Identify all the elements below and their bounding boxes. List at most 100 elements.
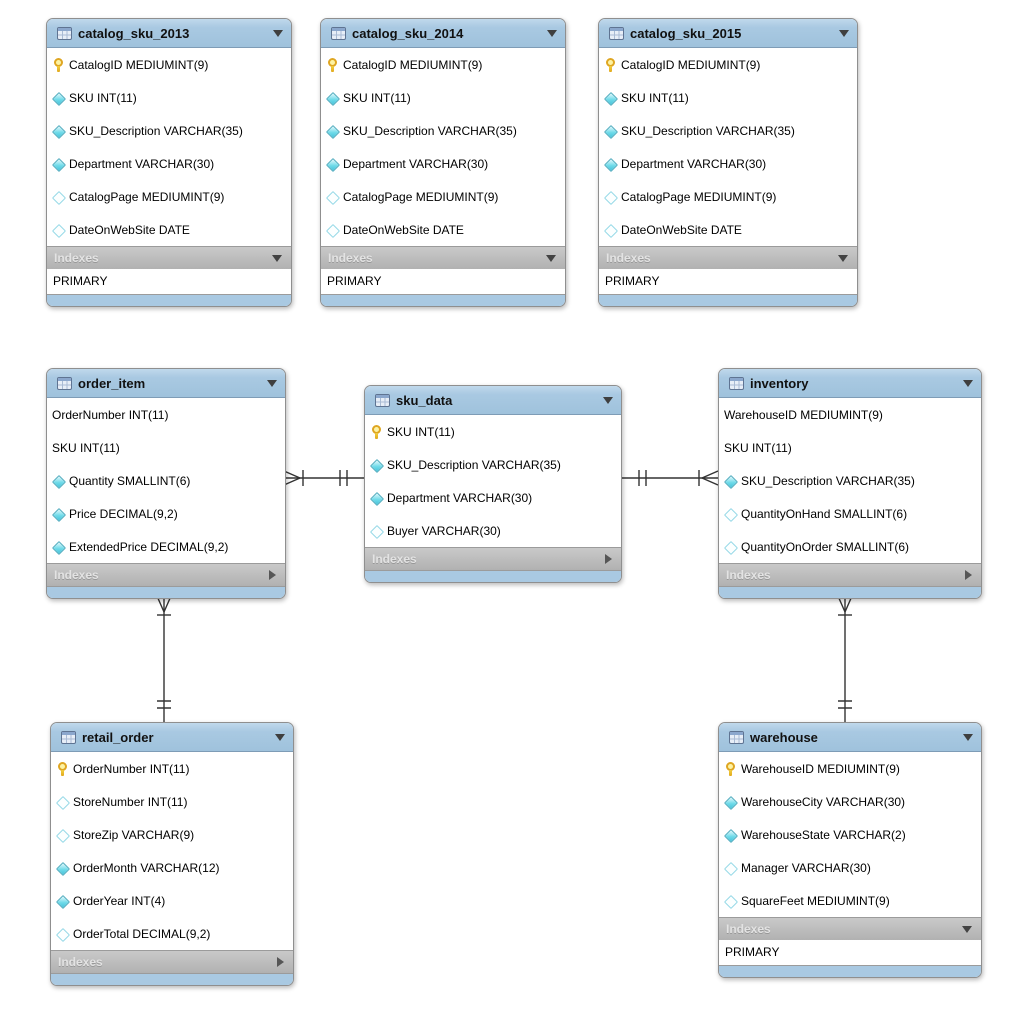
column-text: WarehouseState VARCHAR(2) [741, 827, 906, 842]
index-row-primary[interactable]: PRIMARY [321, 269, 565, 294]
column-row[interactable]: SquareFeet MEDIUMINT(9) [719, 884, 981, 917]
table-footer [47, 294, 291, 306]
column-row[interactable]: DateOnWebSite DATE [321, 213, 565, 246]
collapse-arrow-icon[interactable] [267, 379, 277, 387]
column-row[interactable]: SKU_Description VARCHAR(35) [365, 448, 621, 481]
collapse-arrow-icon[interactable] [963, 733, 973, 741]
column-row[interactable]: Department VARCHAR(30) [321, 147, 565, 180]
indexes-section-header[interactable]: Indexes [719, 917, 981, 940]
column-row[interactable]: SKU INT(11) [365, 415, 621, 448]
table-header[interactable]: warehouse [719, 723, 981, 752]
table-inventory[interactable]: inventory WarehouseID MEDIUMINT(9) SKU I… [718, 368, 982, 599]
table-title: catalog_sku_2013 [78, 25, 190, 41]
table-sku_data[interactable]: sku_data SKU INT(11) SKU_Description VAR… [364, 385, 622, 583]
indexes-expand-arrow-icon[interactable] [272, 254, 282, 262]
column-row[interactable]: CatalogPage MEDIUMINT(9) [47, 180, 291, 213]
collapse-arrow-icon[interactable] [839, 29, 849, 37]
column-row[interactable]: OrderNumber INT(11) [47, 398, 285, 431]
table-header[interactable]: inventory [719, 369, 981, 398]
table-header[interactable]: catalog_sku_2014 [321, 19, 565, 48]
column-row[interactable]: CatalogPage MEDIUMINT(9) [321, 180, 565, 213]
column-row[interactable]: SKU_Description VARCHAR(35) [321, 114, 565, 147]
column-row[interactable]: CatalogPage MEDIUMINT(9) [599, 180, 857, 213]
column-row[interactable]: QuantityOnHand SMALLINT(6) [719, 497, 981, 530]
collapse-arrow-icon[interactable] [547, 29, 557, 37]
indexes-expand-arrow-icon[interactable] [269, 570, 276, 580]
column-row[interactable]: Manager VARCHAR(30) [719, 851, 981, 884]
column-row[interactable]: OrderMonth VARCHAR(12) [51, 851, 293, 884]
column-diamond-icon [56, 894, 69, 908]
indexes-expand-arrow-icon[interactable] [605, 554, 612, 564]
column-row[interactable]: CatalogID MEDIUMINT(9) [599, 48, 857, 81]
indexes-label: Indexes [54, 251, 99, 265]
indexes-expand-arrow-icon[interactable] [838, 254, 848, 262]
indexes-expand-arrow-icon[interactable] [965, 570, 972, 580]
table-header[interactable]: catalog_sku_2013 [47, 19, 291, 48]
table-order_item[interactable]: order_item OrderNumber INT(11) SKU INT(1… [46, 368, 286, 599]
column-row[interactable]: StoreZip VARCHAR(9) [51, 818, 293, 851]
indexes-section-header[interactable]: Indexes [47, 563, 285, 586]
column-row[interactable]: SKU_Description VARCHAR(35) [599, 114, 857, 147]
indexes-section-header[interactable]: Indexes [321, 246, 565, 269]
collapse-arrow-icon[interactable] [963, 379, 973, 387]
column-row[interactable]: WarehouseState VARCHAR(2) [719, 818, 981, 851]
indexes-section-header[interactable]: Indexes [51, 950, 293, 973]
column-row[interactable]: Department VARCHAR(30) [47, 147, 291, 180]
column-row[interactable]: StoreNumber INT(11) [51, 785, 293, 818]
index-row-primary[interactable]: PRIMARY [47, 269, 291, 294]
indexes-section-header[interactable]: Indexes [365, 547, 621, 570]
column-row[interactable]: SKU INT(11) [47, 431, 285, 464]
relationship-order_item-retail_order[interactable] [156, 595, 172, 722]
indexes-section-header[interactable]: Indexes [47, 246, 291, 269]
collapse-arrow-icon[interactable] [275, 733, 285, 741]
column-row[interactable]: WarehouseID MEDIUMINT(9) [719, 398, 981, 431]
collapse-arrow-icon[interactable] [603, 396, 613, 404]
column-row[interactable]: OrderNumber INT(11) [51, 752, 293, 785]
table-icon [609, 26, 624, 40]
column-row[interactable]: DateOnWebSite DATE [599, 213, 857, 246]
column-row[interactable]: SKU_Description VARCHAR(35) [47, 114, 291, 147]
table-catalog_sku_2014[interactable]: catalog_sku_2014 CatalogID MEDIUMINT(9) … [320, 18, 566, 307]
column-row[interactable]: SKU INT(11) [321, 81, 565, 114]
column-diamond-icon [326, 157, 339, 171]
relationship-sku_data-inventory[interactable] [621, 470, 719, 486]
collapse-arrow-icon[interactable] [273, 29, 283, 37]
indexes-expand-arrow-icon[interactable] [277, 957, 284, 967]
relationship-order_item-sku_data[interactable] [283, 470, 364, 486]
table-warehouse[interactable]: warehouse WarehouseID MEDIUMINT(9) Wareh… [718, 722, 982, 978]
column-row[interactable]: SKU INT(11) [47, 81, 291, 114]
column-row[interactable]: Buyer VARCHAR(30) [365, 514, 621, 547]
column-row[interactable]: Department VARCHAR(30) [365, 481, 621, 514]
column-row[interactable]: Quantity SMALLINT(6) [47, 464, 285, 497]
column-row[interactable]: WarehouseCity VARCHAR(30) [719, 785, 981, 818]
column-row[interactable]: Department VARCHAR(30) [599, 147, 857, 180]
column-text: SKU INT(11) [343, 90, 411, 105]
indexes-section-header[interactable]: Indexes [599, 246, 857, 269]
table-header[interactable]: sku_data [365, 386, 621, 415]
table-catalog_sku_2015[interactable]: catalog_sku_2015 CatalogID MEDIUMINT(9) … [598, 18, 858, 307]
column-row[interactable]: Price DECIMAL(9,2) [47, 497, 285, 530]
relationship-inventory-warehouse[interactable] [837, 595, 853, 722]
table-header[interactable]: order_item [47, 369, 285, 398]
column-row[interactable]: QuantityOnOrder SMALLINT(6) [719, 530, 981, 563]
column-row[interactable]: CatalogID MEDIUMINT(9) [321, 48, 565, 81]
indexes-section-header[interactable]: Indexes [719, 563, 981, 586]
column-row[interactable]: ExtendedPrice DECIMAL(9,2) [47, 530, 285, 563]
column-row[interactable]: DateOnWebSite DATE [47, 213, 291, 246]
indexes-expand-arrow-icon[interactable] [962, 925, 972, 933]
table-header[interactable]: catalog_sku_2015 [599, 19, 857, 48]
table-footer [365, 570, 621, 582]
column-row[interactable]: SKU_Description VARCHAR(35) [719, 464, 981, 497]
column-row[interactable]: WarehouseID MEDIUMINT(9) [719, 752, 981, 785]
indexes-expand-arrow-icon[interactable] [546, 254, 556, 262]
table-header[interactable]: retail_order [51, 723, 293, 752]
column-row[interactable]: SKU INT(11) [599, 81, 857, 114]
column-row[interactable]: OrderYear INT(4) [51, 884, 293, 917]
column-row[interactable]: OrderTotal DECIMAL(9,2) [51, 917, 293, 950]
index-row-primary[interactable]: PRIMARY [599, 269, 857, 294]
table-retail_order[interactable]: retail_order OrderNumber INT(11) StoreNu… [50, 722, 294, 986]
table-catalog_sku_2013[interactable]: catalog_sku_2013 CatalogID MEDIUMINT(9) … [46, 18, 292, 307]
column-row[interactable]: CatalogID MEDIUMINT(9) [47, 48, 291, 81]
column-row[interactable]: SKU INT(11) [719, 431, 981, 464]
index-row-primary[interactable]: PRIMARY [719, 940, 981, 965]
